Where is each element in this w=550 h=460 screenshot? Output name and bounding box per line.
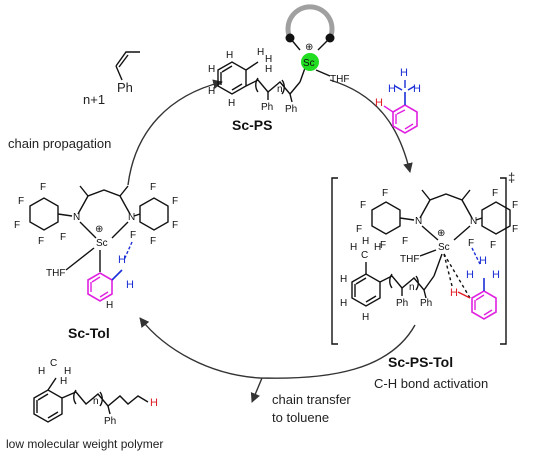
ts-ch3-h1: H bbox=[350, 242, 357, 253]
sc-tol-f9: F bbox=[150, 236, 156, 247]
ring-h-c: H bbox=[226, 50, 233, 61]
sc-tol-plus: ⊕ bbox=[95, 224, 103, 235]
sc-tol-f10: F bbox=[130, 230, 136, 241]
ts-f3: F bbox=[356, 224, 362, 235]
ts-ch3-h3: H bbox=[374, 242, 381, 253]
ts-h-red: H bbox=[450, 287, 458, 299]
sc-tol-h-blue-2: H bbox=[126, 279, 134, 291]
ts-c: C bbox=[361, 250, 368, 261]
label-sc-ps-tol: Sc-PS-Tol bbox=[388, 354, 453, 370]
ts-f10: F bbox=[468, 238, 474, 249]
sc-tol-f8: F bbox=[172, 220, 178, 231]
ts-n-right: N bbox=[470, 216, 477, 227]
sc-tol-thf: THF bbox=[46, 268, 65, 279]
sc-ps-plus: ⊕ bbox=[305, 42, 313, 53]
sc-tol-f6: F bbox=[150, 182, 156, 193]
ts-tol-h-left: H bbox=[466, 269, 474, 281]
sc-ps-sc: Sc bbox=[303, 58, 315, 69]
sc-tol-sc: Sc bbox=[96, 238, 108, 249]
product-c: C bbox=[50, 358, 57, 369]
ts-f1: F bbox=[382, 188, 388, 199]
toluene-h-right: H bbox=[413, 83, 421, 95]
arrow-chain-transfer bbox=[250, 377, 263, 403]
toluene-reagent: H H H H bbox=[375, 67, 421, 134]
ts-ph-1: Ph bbox=[396, 298, 408, 309]
product-h2: H bbox=[64, 366, 71, 377]
product-ph: Ph bbox=[104, 416, 116, 427]
sc-tol-f3: F bbox=[14, 220, 20, 231]
ts-thf: THF bbox=[400, 254, 419, 265]
sc-tol-f1: F bbox=[40, 182, 46, 193]
toluene-h-red: H bbox=[375, 97, 383, 109]
methyl-h2: H bbox=[265, 54, 272, 65]
ts-plus: ⊕ bbox=[437, 228, 445, 239]
label-sc-tol: Sc-Tol bbox=[68, 325, 110, 341]
ligand-arc bbox=[285, 4, 335, 40]
methyl-h1: H bbox=[257, 47, 264, 58]
sc-ps-thf: THF bbox=[330, 74, 349, 85]
ts-symbol: ‡ bbox=[508, 170, 515, 185]
ring-h-d: H bbox=[228, 98, 235, 109]
label-sc-ps: Sc-PS bbox=[232, 117, 272, 133]
ring-h-b: H bbox=[208, 86, 215, 97]
label-chain-transfer-2: to toluene bbox=[272, 410, 329, 425]
sc-tol-f7: F bbox=[172, 196, 178, 207]
ts-ring-h1: H bbox=[340, 274, 347, 285]
ts-ph-2: Ph bbox=[420, 298, 432, 309]
sc-tol-f2: F bbox=[18, 196, 24, 207]
sc-tol-f4: F bbox=[38, 236, 44, 247]
ts-f7: F bbox=[512, 200, 518, 211]
monomer-prefix: n+1 bbox=[83, 92, 105, 107]
ts-f9: F bbox=[490, 240, 496, 251]
sc-ps-complex: H H H H H H H Ph Ph n Sc ⊕ THF Sc-PS bbox=[208, 4, 349, 133]
label-low-mw-polymer: low molecular weight polymer bbox=[6, 437, 163, 451]
ts-n-subscript: n bbox=[409, 282, 415, 293]
sc-highlight bbox=[301, 53, 319, 71]
sc-ps-tol-ts: ‡ N N Sc ⊕ THF F F F F F F F F F F C H H… bbox=[331, 170, 518, 370]
sc-tol-h-blue-1: H bbox=[118, 254, 126, 266]
label-chain-propagation: chain propagation bbox=[8, 136, 111, 151]
sc-tol-h-mag: H bbox=[106, 300, 113, 311]
toluene-h-top: H bbox=[400, 67, 408, 79]
ts-f2: F bbox=[360, 200, 366, 211]
sc-tol-n-left: N bbox=[73, 212, 80, 223]
styrene-monomer: n+1 Ph bbox=[83, 51, 140, 107]
polymer-product: H C H H Ph n H bbox=[33, 358, 158, 427]
ts-f8: F bbox=[512, 224, 518, 235]
product-n-subscript: n bbox=[93, 396, 99, 407]
label-chain-transfer-1: chain transfer bbox=[272, 392, 351, 407]
methyl-h3: H bbox=[265, 64, 272, 75]
label-ch-activation: C-H bond activation bbox=[374, 376, 488, 391]
product-h1: H bbox=[38, 366, 45, 377]
ts-tol-h-right: H bbox=[492, 269, 500, 281]
styrene-ph: Ph bbox=[117, 80, 133, 95]
ts-ch3-h2: H bbox=[362, 236, 369, 247]
ts-f4: F bbox=[380, 240, 386, 251]
ts-ring-h2: H bbox=[340, 298, 347, 309]
product-h3: H bbox=[60, 376, 67, 387]
ts-sc: Sc bbox=[438, 242, 450, 253]
ts-tol-h-top: H bbox=[479, 255, 487, 267]
ts-f6: F bbox=[492, 188, 498, 199]
ps-ph-1: Ph bbox=[261, 102, 273, 113]
ps-n-subscript: n bbox=[277, 84, 283, 95]
sc-tol-complex: N N Sc ⊕ THF F F F F F F F F F F H H H S… bbox=[14, 182, 178, 341]
ts-n-left: N bbox=[415, 216, 422, 227]
sc-tol-n-right: N bbox=[128, 212, 135, 223]
arrow-propagation bbox=[127, 79, 223, 186]
ps-ph-2: Ph bbox=[285, 104, 297, 115]
sc-tol-f5: F bbox=[60, 232, 66, 243]
arrow-to-ts bbox=[329, 79, 413, 173]
ring-h-a: H bbox=[208, 64, 215, 75]
ts-f5: F bbox=[402, 236, 408, 247]
arrow-to-sc-tol bbox=[139, 317, 416, 379]
toluene-h-left: H bbox=[388, 83, 396, 95]
product-h-red: H bbox=[150, 397, 158, 409]
ts-ring-h3: H bbox=[362, 312, 369, 323]
